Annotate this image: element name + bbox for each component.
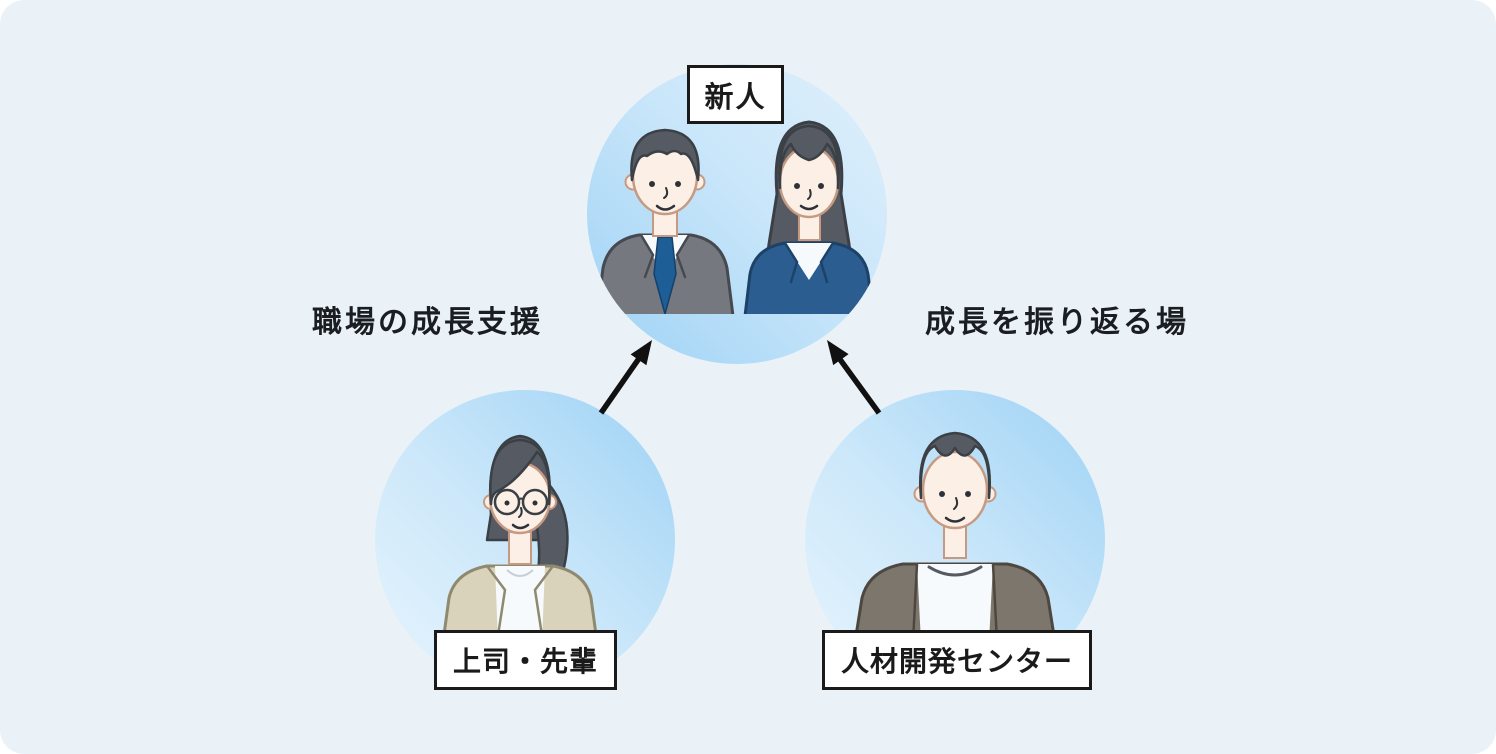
edge-label-workplace-growth-support: 職場の成長支援 — [312, 306, 543, 339]
edge-label-growth-reflection: 成長を振り返る場 — [925, 306, 1189, 339]
hr-staff-illustration — [853, 431, 1057, 644]
supervisor-illustration — [441, 434, 599, 644]
supervisor-label: 上司・先輩 — [452, 646, 598, 677]
hr-center-label: 人材開発センター — [840, 646, 1073, 677]
hr-staff-figure — [853, 431, 1057, 644]
newcomer-woman-figure — [743, 120, 875, 314]
label-box-newcomer: 新人 — [687, 65, 784, 124]
newcomer-label: 新人 — [704, 81, 767, 114]
label-box-supervisor: 上司・先輩 — [434, 630, 617, 690]
label-box-hr-center: 人材開発センター — [822, 630, 1092, 690]
newcomer-pair-illustration — [595, 120, 875, 314]
supervisor-figure — [441, 434, 599, 644]
newcomer-man-figure — [595, 128, 735, 314]
